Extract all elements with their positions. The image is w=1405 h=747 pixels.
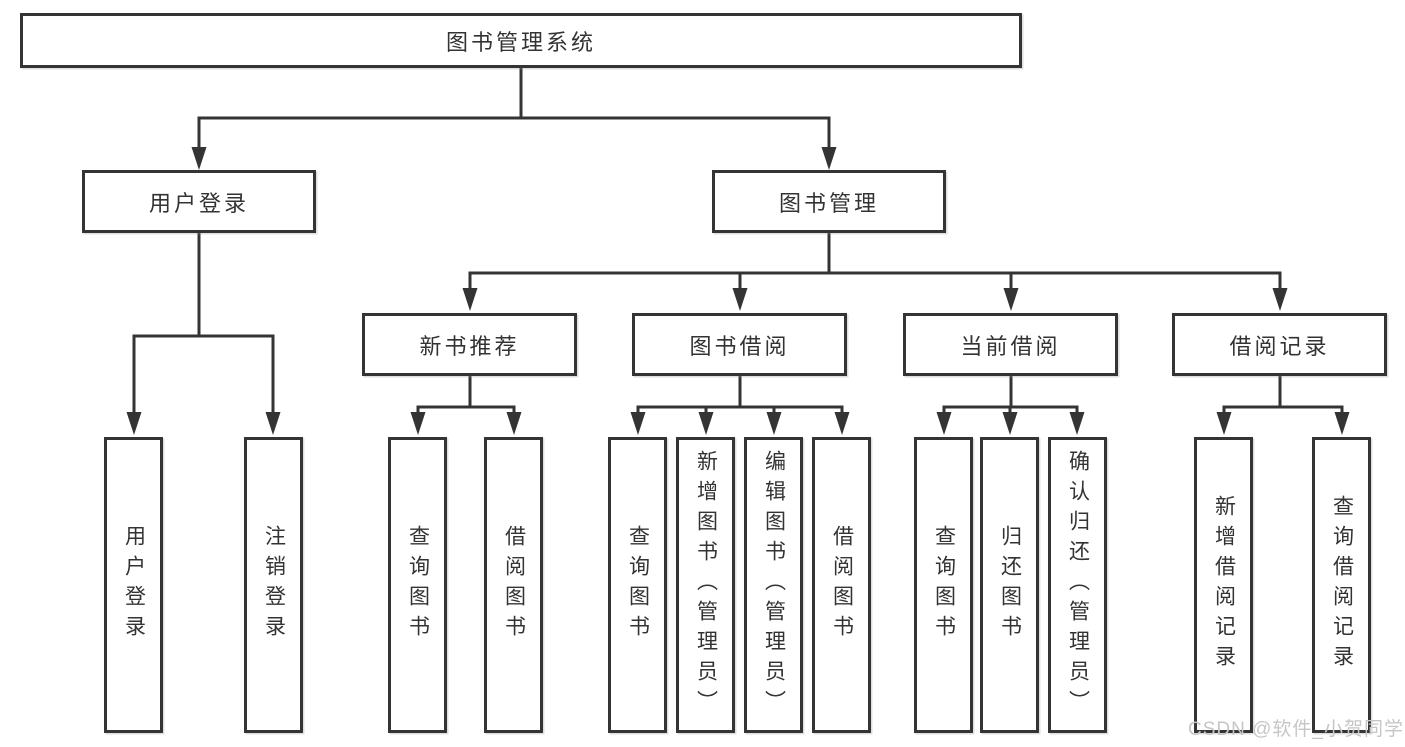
node-book-borrowing: 图书借阅: [632, 313, 847, 376]
node-book-management: 图书管理: [712, 170, 946, 233]
leaf-user-login: 用户登录: [104, 437, 163, 733]
node-new-book-recommend: 新书推荐: [362, 313, 577, 376]
leaf-query-books-current: 查询图书: [914, 437, 973, 733]
leaf-borrow-books-borrowing: 借阅图书: [812, 437, 871, 733]
leaf-add-borrow-record: 新增借阅记录: [1194, 437, 1253, 733]
leaf-confirm-return-admin: 确认归还（管理员）: [1048, 437, 1107, 733]
connector-current-borrowing-children: [936, 376, 1085, 435]
connector-book-management-children: [462, 233, 1288, 311]
leaf-query-books-borrowing: 查询图书: [608, 437, 667, 733]
node-user-login: 用户登录: [82, 170, 316, 233]
watermark: CSDN @软件_小贺同学: [1188, 719, 1404, 740]
leaf-add-book-admin: 新增图书（管理员）: [676, 437, 735, 733]
node-borrowing-records: 借阅记录: [1172, 313, 1387, 376]
connector-book-borrowing-children: [630, 376, 850, 435]
connector-user-login-children: [126, 233, 281, 435]
leaf-edit-book-admin: 编辑图书（管理员）: [744, 437, 803, 733]
node-current-borrowing: 当前借阅: [903, 313, 1118, 376]
leaf-return-books: 归还图书: [980, 437, 1039, 733]
connector-borrowing-records-children: [1216, 376, 1350, 435]
leaf-query-books-recommend: 查询图书: [388, 437, 447, 733]
leaf-logout: 注销登录: [244, 437, 303, 733]
connector-root-to-level1: [191, 66, 837, 170]
leaf-borrow-books-recommend: 借阅图书: [484, 437, 543, 733]
connector-new-book-recommend-children: [410, 376, 522, 435]
leaf-query-borrow-record: 查询借阅记录: [1312, 437, 1371, 733]
node-library-management-system: 图书管理系统: [20, 13, 1022, 68]
